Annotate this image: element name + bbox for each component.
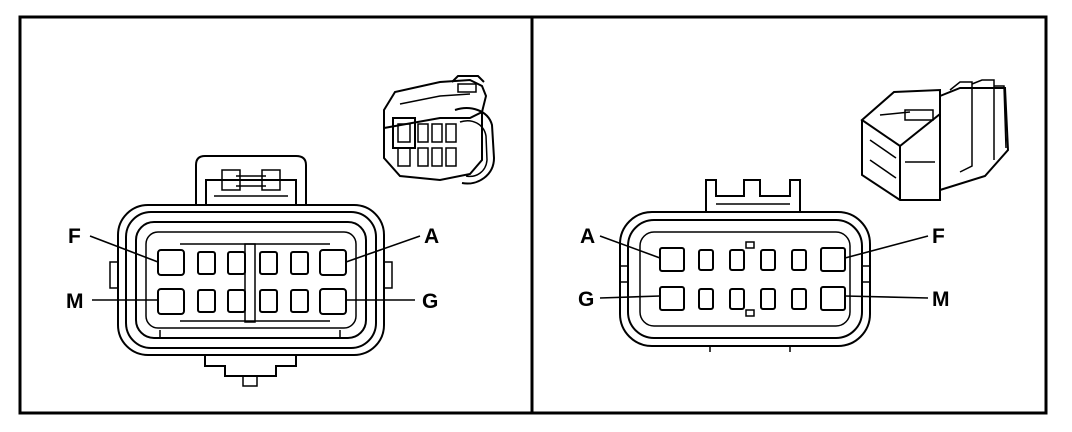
right-pin-label-m: M xyxy=(932,288,950,311)
left-pin-label-g: G xyxy=(422,290,438,313)
left-pin-label-m: M xyxy=(66,290,84,313)
left-connector-housing xyxy=(109,204,393,387)
right-pin-label-a: A xyxy=(580,225,595,248)
left-connector-isometric-view xyxy=(383,75,496,185)
right-leader-g xyxy=(599,295,661,299)
left-pin-label-f: F xyxy=(68,225,81,248)
left-pin-label-a: A xyxy=(424,225,439,248)
right-pin-label-f: F xyxy=(932,225,945,248)
left-leader-a xyxy=(345,235,421,263)
right-leader-f xyxy=(844,235,929,259)
right-connector-housing xyxy=(619,211,871,352)
right-connector-latch xyxy=(705,179,801,212)
right-cavity-grid xyxy=(659,241,846,317)
right-pin-label-g: G xyxy=(578,288,594,311)
right-leader-a xyxy=(599,235,661,259)
left-panel: F M A G xyxy=(66,75,496,387)
right-leader-m xyxy=(844,295,929,299)
left-connector-latch xyxy=(195,155,307,205)
right-panel: A G F M xyxy=(578,79,1010,352)
right-connector-isometric-view xyxy=(860,79,1010,201)
left-cavity-grid xyxy=(157,243,347,323)
left-leader-f xyxy=(89,235,159,263)
